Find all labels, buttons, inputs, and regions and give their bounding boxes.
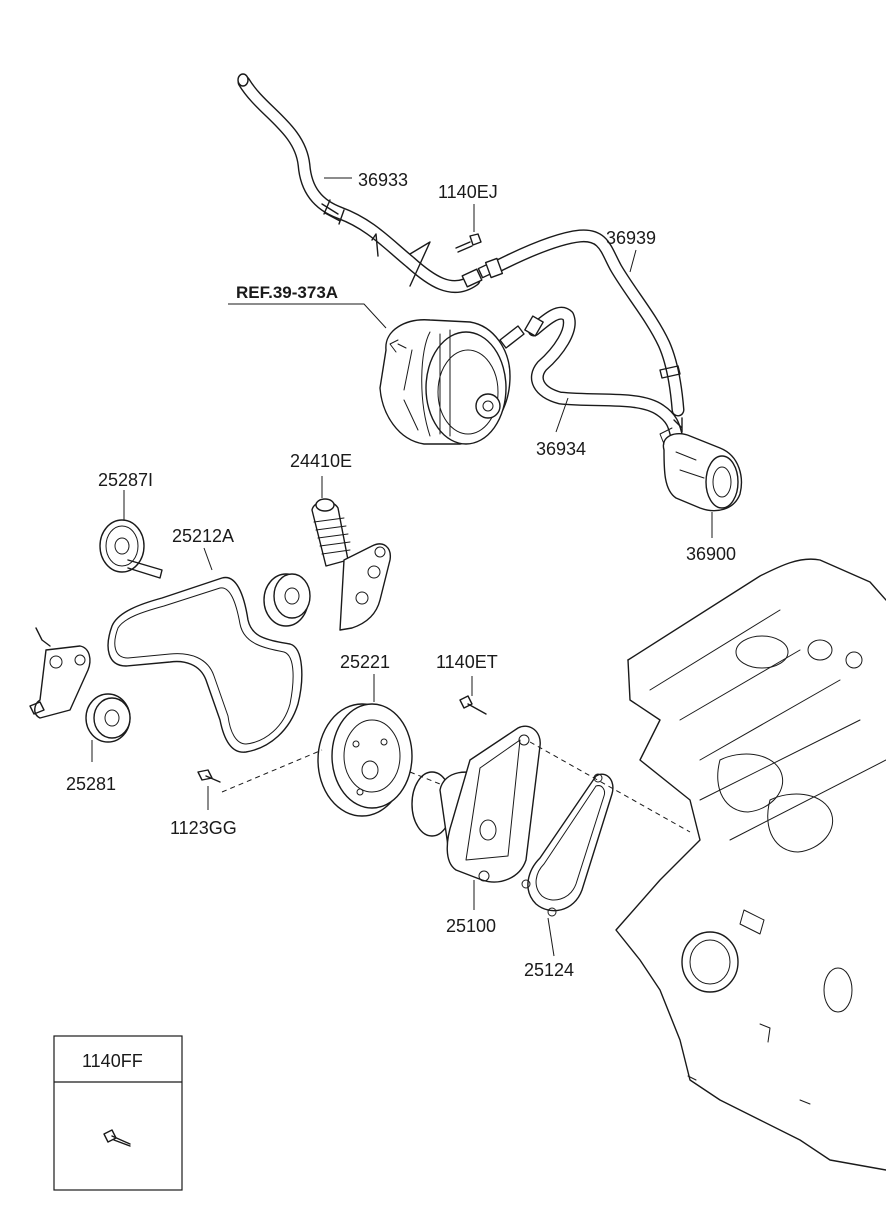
hose-36939 <box>484 229 685 417</box>
label-25221: 25221 <box>340 652 390 672</box>
label-ref: REF.39-373A <box>236 283 338 302</box>
alignment-line-left <box>221 749 323 793</box>
idler-pulley <box>99 519 163 579</box>
legend-box: 1140FF <box>53 1035 183 1191</box>
bolt-1140ET-icon <box>459 695 487 715</box>
label-25100: 25100 <box>446 916 496 936</box>
label-25124: 25124 <box>524 960 574 980</box>
label-1123GG: 1123GG <box>170 818 237 838</box>
label-36939: 36939 <box>606 228 656 248</box>
hose-36933 <box>237 73 493 294</box>
tensioner <box>263 498 391 631</box>
tensioner-bracket <box>29 627 131 743</box>
bolt-1123GG-icon <box>197 769 221 783</box>
engine-block <box>615 558 886 1171</box>
alternator <box>379 319 511 445</box>
bolt-1140FF-icon <box>103 1129 131 1147</box>
label-25281: 25281 <box>66 774 116 794</box>
label-1140ET: 1140ET <box>436 652 498 672</box>
label-36900: 36900 <box>686 544 736 564</box>
leader-lines <box>91 177 713 957</box>
water-pump <box>411 725 541 883</box>
legend-part-number: 1140FF <box>82 1051 143 1071</box>
label-1140EJ: 1140EJ <box>438 182 498 202</box>
label-24410E: 24410E <box>290 451 352 471</box>
water-pump-pulley <box>317 703 413 817</box>
gasket <box>521 773 614 917</box>
hose-36934 <box>499 306 683 441</box>
label-36933: 36933 <box>358 170 408 190</box>
electric-pump <box>659 417 743 512</box>
drive-belt <box>107 576 303 753</box>
bolt-1140EJ-icon <box>455 233 482 253</box>
label-25212A: 25212A <box>172 526 234 546</box>
alignment-line-right <box>529 741 691 833</box>
label-36934: 36934 <box>536 439 586 459</box>
label-25287I: 25287I <box>98 470 153 490</box>
